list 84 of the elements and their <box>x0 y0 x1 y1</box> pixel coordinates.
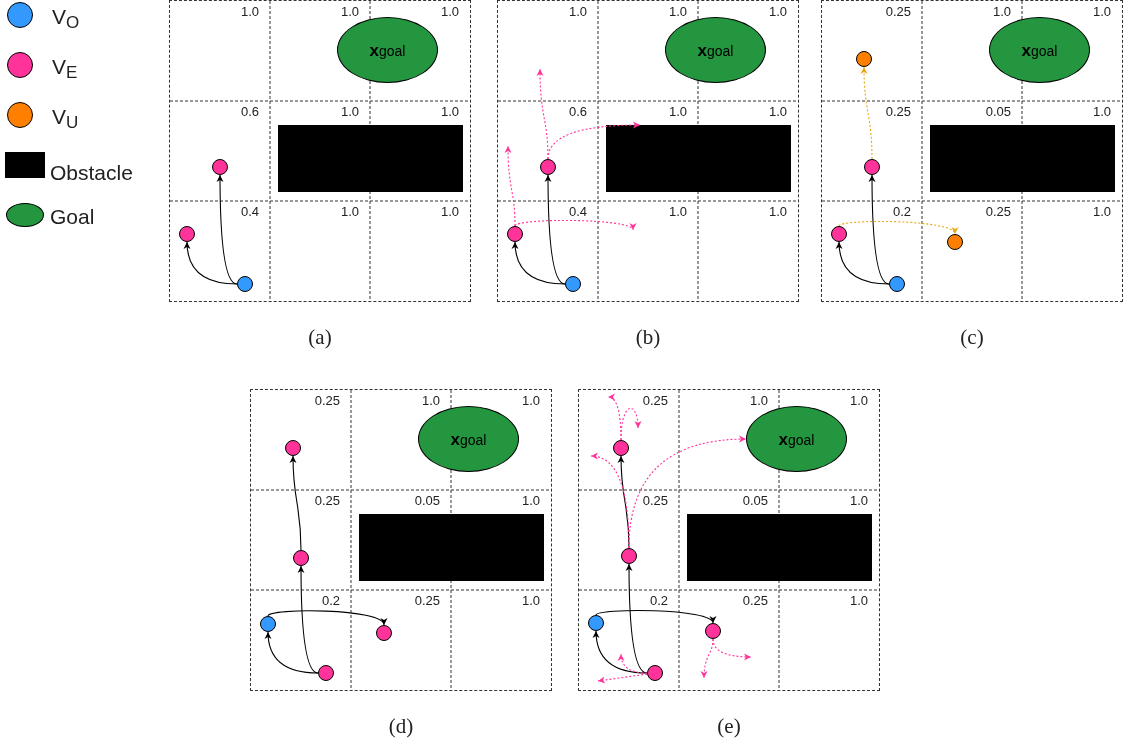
cell-value: 1.0 <box>568 4 587 20</box>
arrow <box>183 241 238 285</box>
legend-label: V$_{E}$ <box>52 54 78 80</box>
cell-value: 0.4 <box>240 204 259 220</box>
obstacle-block <box>278 125 463 192</box>
cell-value: 1.0 <box>521 393 540 409</box>
cell-value: 1.0 <box>340 4 359 20</box>
panel-caption: (d) <box>388 714 414 738</box>
cell-value: 1.0 <box>1092 4 1111 20</box>
panel-caption: (b) <box>635 325 661 349</box>
cell-value: 0.2 <box>892 204 911 220</box>
cell-value: 0.25 <box>314 393 340 409</box>
cell-value: 0.25 <box>985 204 1011 220</box>
cell-value: 1.0 <box>421 393 440 409</box>
cell-value: 0.25 <box>314 493 340 509</box>
cell-value: 1.0 <box>668 204 687 220</box>
cell-value: 0.25 <box>742 593 768 609</box>
cell-value: 0.05 <box>985 104 1011 120</box>
dotted-arrow <box>547 121 641 160</box>
cell-value: 1.0 <box>1092 204 1111 220</box>
cell-value: 1.0 <box>440 204 459 220</box>
panel-caption: (c) <box>960 325 984 349</box>
cell-value: 1.0 <box>768 204 787 220</box>
dotted-arrow <box>860 66 873 160</box>
arrow <box>617 455 630 549</box>
obstacle-block <box>606 125 791 192</box>
cell-value: 0.6 <box>240 104 259 120</box>
obstacle-block <box>359 514 544 581</box>
arrow <box>625 563 648 674</box>
cell-value: 0.25 <box>642 393 668 409</box>
cell-value: 1.0 <box>521 593 540 609</box>
cell-value: 1.0 <box>992 4 1011 20</box>
dotted-arrow <box>700 638 714 679</box>
legend-label: Goal <box>50 204 95 230</box>
cell-value: 1.0 <box>849 593 868 609</box>
cell-value: 0.4 <box>568 204 587 220</box>
cell-value: 1.0 <box>749 393 768 409</box>
cell-value: 0.25 <box>885 104 911 120</box>
arrow <box>868 174 890 285</box>
cell-value: 1.0 <box>1092 104 1111 120</box>
arrow <box>264 631 319 674</box>
legend-label: V$_{O}$ <box>52 4 80 30</box>
arrow <box>297 565 319 674</box>
panel-caption: (a) <box>308 325 332 349</box>
dotted-arrow <box>712 638 752 661</box>
arrow <box>544 174 566 285</box>
dotted-arrow <box>628 435 747 549</box>
cell-value: 1.0 <box>440 104 459 120</box>
legend-label: V$_{U}$ <box>52 104 79 130</box>
obstacle-block <box>687 514 872 581</box>
cell-value: 0.2 <box>649 593 668 609</box>
dotted-arrow <box>617 653 648 674</box>
panel-caption: (e) <box>717 714 741 738</box>
arrow <box>289 455 302 551</box>
arrow <box>511 241 566 285</box>
cell-value: 1.0 <box>768 104 787 120</box>
dotted-arrow <box>514 219 634 231</box>
dotted-arrow <box>597 673 648 684</box>
cell-value: 1.0 <box>668 104 687 120</box>
cell-value: 1.0 <box>668 4 687 20</box>
arrow <box>835 241 890 285</box>
cell-value: 1.0 <box>440 4 459 20</box>
cell-value: 1.0 <box>240 4 259 20</box>
dotted-arrow <box>620 407 642 441</box>
dotted-arrow <box>838 220 956 235</box>
cell-value: 0.05 <box>414 493 440 509</box>
cell-value: 1.0 <box>340 204 359 220</box>
arrow <box>267 610 385 626</box>
cell-value: 0.25 <box>414 593 440 609</box>
cell-value: 0.05 <box>742 493 768 509</box>
cell-value: 1.0 <box>521 493 540 509</box>
cell-value: 0.2 <box>321 593 340 609</box>
dotted-arrow <box>504 145 516 227</box>
cell-value: 0.25 <box>885 4 911 20</box>
cell-value: 1.0 <box>849 393 868 409</box>
legend-label: Obstacle <box>50 160 133 186</box>
cell-value: 1.0 <box>849 493 868 509</box>
arrow <box>595 609 714 624</box>
cell-value: 1.0 <box>340 104 359 120</box>
arrow <box>216 174 238 285</box>
cell-value: 0.25 <box>642 493 668 509</box>
cell-value: 1.0 <box>768 4 787 20</box>
obstacle-block <box>930 125 1115 192</box>
cell-value: 0.6 <box>568 104 587 120</box>
